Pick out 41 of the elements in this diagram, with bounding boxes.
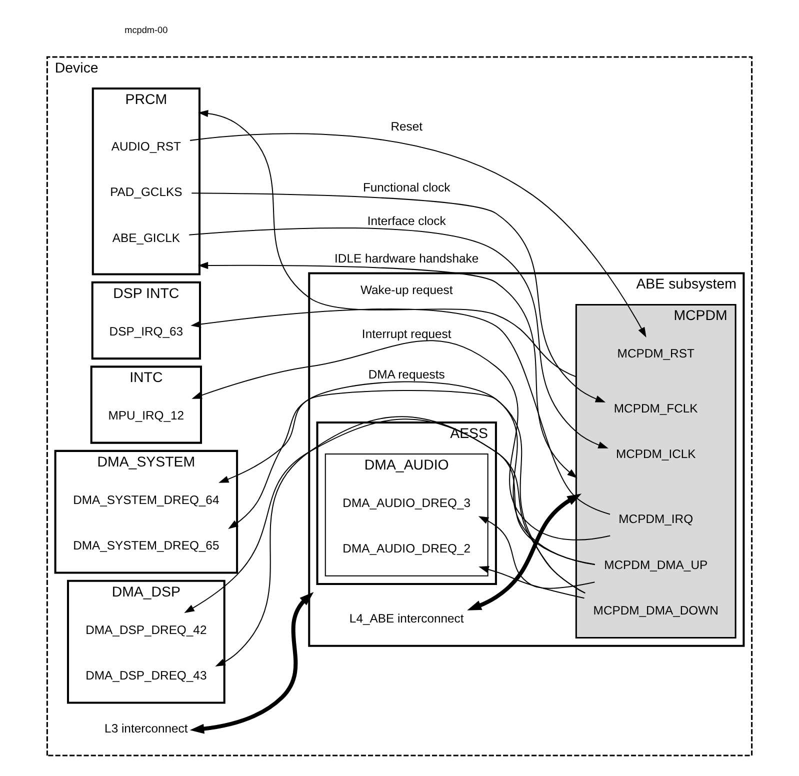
node-text: DMA_AUDIO_DREQ_2	[342, 542, 471, 556]
node-text: ABE_GICLK	[112, 230, 180, 245]
node-text: MCPDM_IRQ	[618, 512, 694, 526]
arrow	[478, 516, 595, 589]
arrow	[190, 133, 646, 338]
arrow	[192, 340, 610, 540]
arrow	[184, 418, 595, 614]
node-text: PAD_GCLKS	[110, 185, 182, 200]
edge-label: Interrupt request	[362, 326, 452, 341]
node-text: DMA_DSP_DREQ_42	[86, 622, 207, 637]
node-text: MCPDM_DMA_DOWN	[593, 604, 718, 618]
node-text: AUDIO_RST	[111, 140, 182, 154]
arrow	[478, 566, 584, 599]
node-text: MCPDM_ICLK	[616, 447, 696, 462]
edge-label: Interface clock	[367, 214, 446, 228]
arrow	[189, 228, 608, 448]
node-text: MCPDM_RST	[617, 346, 694, 361]
arrow	[190, 308, 610, 515]
arrow	[218, 390, 596, 566]
label: mcpdm-00	[124, 24, 168, 35]
edge-label: DMA requests	[368, 367, 445, 382]
node-text: L3 interconnect	[104, 721, 188, 736]
arrow	[198, 262, 578, 478]
node-text: MPU_IRQ_12	[108, 408, 184, 423]
node-text: MCPDM_FCLK	[614, 401, 698, 416]
edge-label: Functional clock	[362, 180, 450, 195]
arrow	[467, 494, 582, 610]
node-text: MCPDM_DMA_UP	[604, 558, 708, 572]
node-text: DMA_SYSTEM_DREQ_65	[73, 538, 220, 553]
arrow	[190, 592, 314, 734]
node-text: DMA_AUDIO_DREQ_3	[342, 496, 471, 510]
arrow	[215, 416, 586, 667]
edge-label: IDLE hardware handshake	[334, 252, 479, 266]
node-text: DMA_DSP_DREQ_43	[86, 668, 207, 682]
edge-label: Wake-up request	[360, 283, 453, 298]
node-text: DMA_SYSTEM_DREQ_64	[73, 492, 220, 507]
arrow	[192, 192, 606, 402]
arrow	[198, 110, 576, 378]
node-text: L4_ABE interconnect	[349, 612, 464, 626]
node-text: DSP_IRQ_63	[109, 324, 184, 338]
edge-label: Reset	[390, 120, 423, 134]
